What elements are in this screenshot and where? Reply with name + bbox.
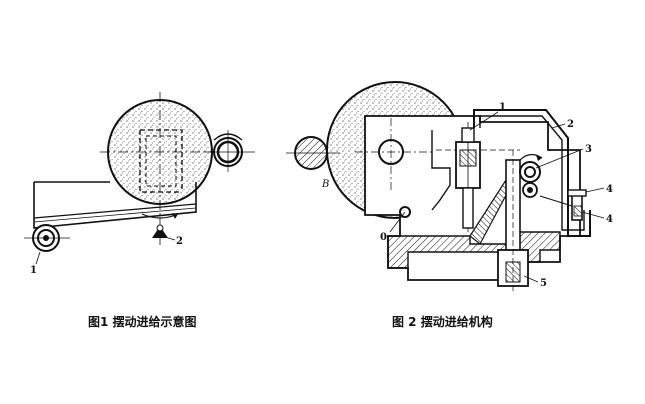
figure2-caption: 图 2 摆动进给机构 — [392, 314, 493, 329]
label-1: 1 — [499, 102, 506, 113]
figure-1: 1 2 — [24, 92, 255, 276]
workpiece-roller — [205, 130, 255, 172]
stop-screw-4 — [539, 189, 587, 221]
figure1-caption: 图1 摆动进给示意图 — [88, 314, 197, 329]
feed-roller — [24, 224, 70, 252]
figure-2: B — [286, 81, 613, 292]
gear-wheel-3 — [519, 153, 543, 198]
adjust-screw-5 — [497, 150, 529, 292]
label-2: 2 — [567, 119, 574, 130]
label-5: 5 — [540, 278, 547, 289]
label-b: B — [321, 179, 329, 190]
slide-block-1 — [455, 122, 481, 232]
label-3: 3 — [585, 144, 592, 155]
fig1-label-2: 2 — [176, 236, 183, 247]
swing-frame — [33, 181, 197, 229]
label-4a: 4 — [606, 184, 613, 195]
fig1-label-1: 1 — [30, 265, 37, 276]
workpiece-b — [286, 136, 340, 170]
label-o: 0 — [380, 232, 387, 243]
pivot-point — [152, 224, 168, 238]
frame-arm-2 — [473, 109, 591, 237]
label-4b: 4 — [606, 214, 613, 225]
